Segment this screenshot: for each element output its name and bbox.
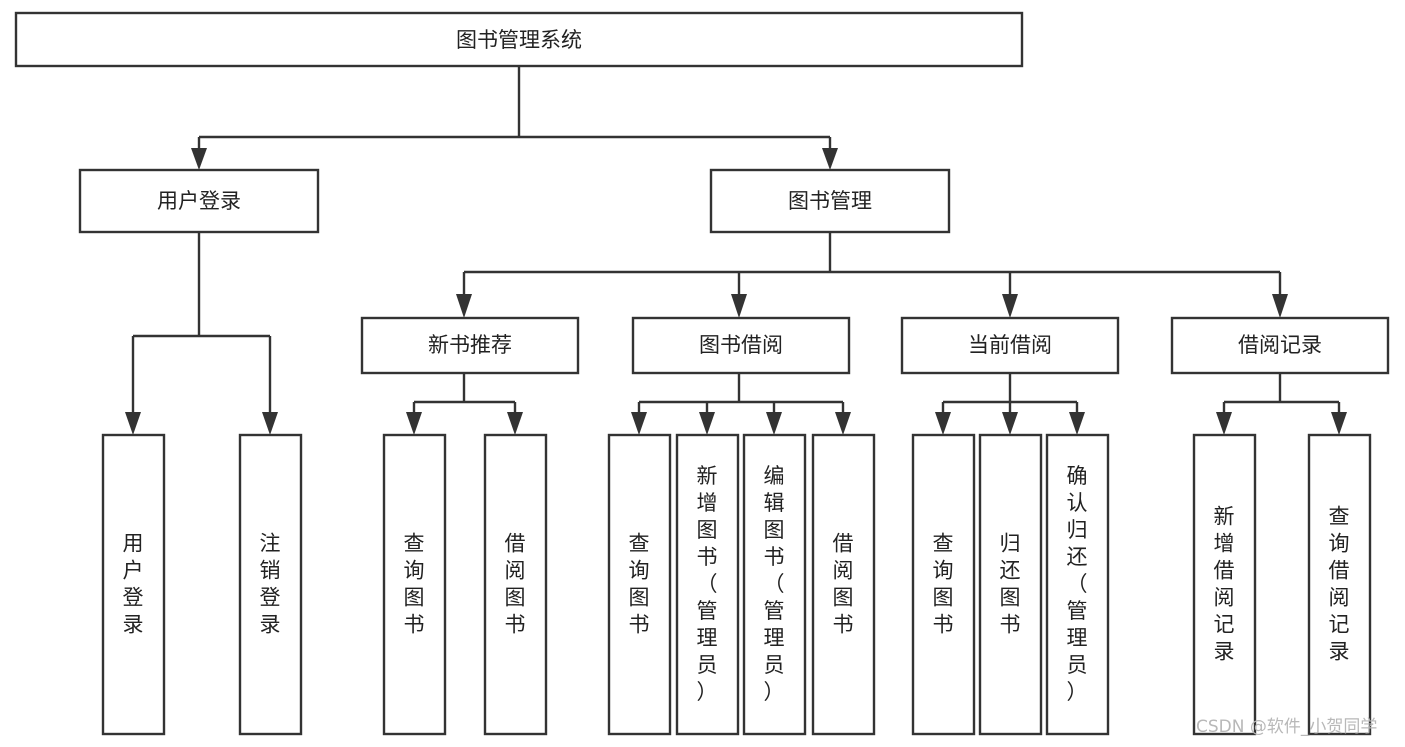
arrow-head-leaf-confirm-return [1069, 412, 1085, 435]
node-book-manage-label: 图书管理 [788, 189, 872, 213]
leaf-query-book-recommend-box [382, 433, 447, 736]
leaf-query-book-borrow-label: 查询图书 [629, 532, 650, 637]
leaf-edit-book-label: 编辑图书（管理员） [764, 464, 785, 704]
arrow-head-leaf-query-record [1331, 412, 1347, 435]
node-borrow-record-box [1170, 316, 1390, 375]
leaf-return-book-label: 归还图书 [1000, 532, 1021, 637]
node-book-borrow-label: 图书借阅 [699, 333, 783, 357]
leaf-query-book-borrow-box [607, 433, 672, 736]
node-user-login[interactable]: 用户登录 [78, 168, 320, 234]
leaf-query-book-borrow[interactable]: 查询图书 [607, 433, 672, 736]
leaf-query-book-current-label: 查询图书 [933, 532, 954, 637]
arrow-head-borrow-record [1272, 294, 1288, 318]
leaf-query-book-current-box [911, 433, 976, 736]
leaf-user-login[interactable]: 用户登录 [101, 433, 166, 736]
node-user-login-label: 用户登录 [157, 189, 241, 213]
node-borrow-record-label: 借阅记录 [1238, 333, 1322, 357]
leaf-query-borrow-record-box [1307, 433, 1372, 736]
leaf-borrow-book-recommend[interactable]: 借阅图书 [483, 433, 548, 736]
leaf-user-login-label: 用户登录 [123, 532, 144, 637]
leaf-borrow-book-recommend-box [483, 433, 548, 736]
arrow-head-leaf-return-book [1002, 412, 1018, 435]
leaf-add-borrow-record-box [1192, 433, 1257, 736]
leaf-borrow-book-label: 借阅图书 [833, 532, 854, 637]
leaf-query-borrow-record[interactable]: 查询借阅记录 [1307, 433, 1372, 736]
leaf-query-book-recommend-label: 查询图书 [404, 532, 425, 637]
node-user-login-box [78, 168, 320, 234]
node-new-book-recommend[interactable]: 新书推荐 [360, 316, 580, 375]
leaf-return-book[interactable]: 归还图书 [978, 433, 1043, 736]
leaf-add-book-label: 新增图书（管理员） [697, 464, 718, 704]
leaf-borrow-book[interactable]: 借阅图书 [811, 433, 876, 736]
node-current-borrow[interactable]: 当前借阅 [900, 316, 1120, 375]
leaf-user-login-box [101, 433, 166, 736]
node-new-book-recommend-box [360, 316, 580, 375]
leaf-return-book-box [978, 433, 1043, 736]
arrow-head-new-book-recommend [456, 294, 472, 318]
leaf-add-book-box [675, 433, 740, 736]
node-book-manage-box [709, 168, 951, 234]
arrow-head-leaf-borrow-book-1 [507, 412, 523, 435]
leaf-edit-book[interactable]: 编辑图书（管理员） [742, 433, 807, 736]
node-root-label: 图书管理系统 [456, 28, 582, 52]
arrow-head-leaf-edit-book [766, 412, 782, 435]
connector-layer [125, 66, 1347, 435]
node-book-borrow-box [631, 316, 851, 375]
leaf-logout-box [238, 433, 303, 736]
arrow-head-leaf-logout [262, 412, 278, 435]
leaf-query-borrow-record-label: 查询借阅记录 [1329, 505, 1350, 664]
arrow-head-leaf-query-book-2 [631, 412, 647, 435]
arrow-head-leaf-query-book-3 [935, 412, 951, 435]
node-root[interactable]: 图书管理系统 [14, 11, 1024, 68]
node-current-borrow-label: 当前借阅 [968, 333, 1052, 357]
node-book-manage[interactable]: 图书管理 [709, 168, 951, 234]
node-root-box [14, 11, 1024, 68]
arrow-head-leaf-query-book-1 [406, 412, 422, 435]
leaf-query-book-recommend[interactable]: 查询图书 [382, 433, 447, 736]
arrow-head-book-manage [822, 148, 838, 170]
arrow-head-leaf-add-record [1216, 412, 1232, 435]
arrow-head-leaf-add-book [699, 412, 715, 435]
leaf-confirm-return-label: 确认归还（管理员） [1067, 464, 1088, 704]
node-borrow-record[interactable]: 借阅记录 [1170, 316, 1390, 375]
leaf-add-book[interactable]: 新增图书（管理员） [675, 433, 740, 736]
leaf-confirm-return-box [1045, 433, 1110, 736]
leaf-logout[interactable]: 注销登录 [238, 433, 303, 736]
node-current-borrow-box [900, 316, 1120, 375]
arrow-head-user-login [191, 148, 207, 170]
leaf-edit-book-box [742, 433, 807, 736]
arrow-head-book-borrow [731, 294, 747, 318]
leaf-query-book-current[interactable]: 查询图书 [911, 433, 976, 736]
csdn-watermark: CSDN @软件_小贺同学 [1196, 717, 1377, 737]
leaf-confirm-return[interactable]: 确认归还（管理员） [1045, 433, 1110, 736]
node-book-borrow[interactable]: 图书借阅 [631, 316, 851, 375]
node-new-book-recommend-label: 新书推荐 [428, 333, 512, 357]
arrow-head-current-borrow [1002, 294, 1018, 318]
leaf-logout-label: 注销登录 [260, 532, 281, 637]
arrow-head-leaf-borrow-book-2 [835, 412, 851, 435]
leaf-borrow-book-box [811, 433, 876, 736]
leaf-add-borrow-record[interactable]: 新增借阅记录 [1192, 433, 1257, 736]
leaf-borrow-book-recommend-label: 借阅图书 [505, 532, 526, 637]
arrow-head-leaf-user-login [125, 412, 141, 435]
leaf-add-borrow-record-label: 新增借阅记录 [1214, 505, 1235, 664]
